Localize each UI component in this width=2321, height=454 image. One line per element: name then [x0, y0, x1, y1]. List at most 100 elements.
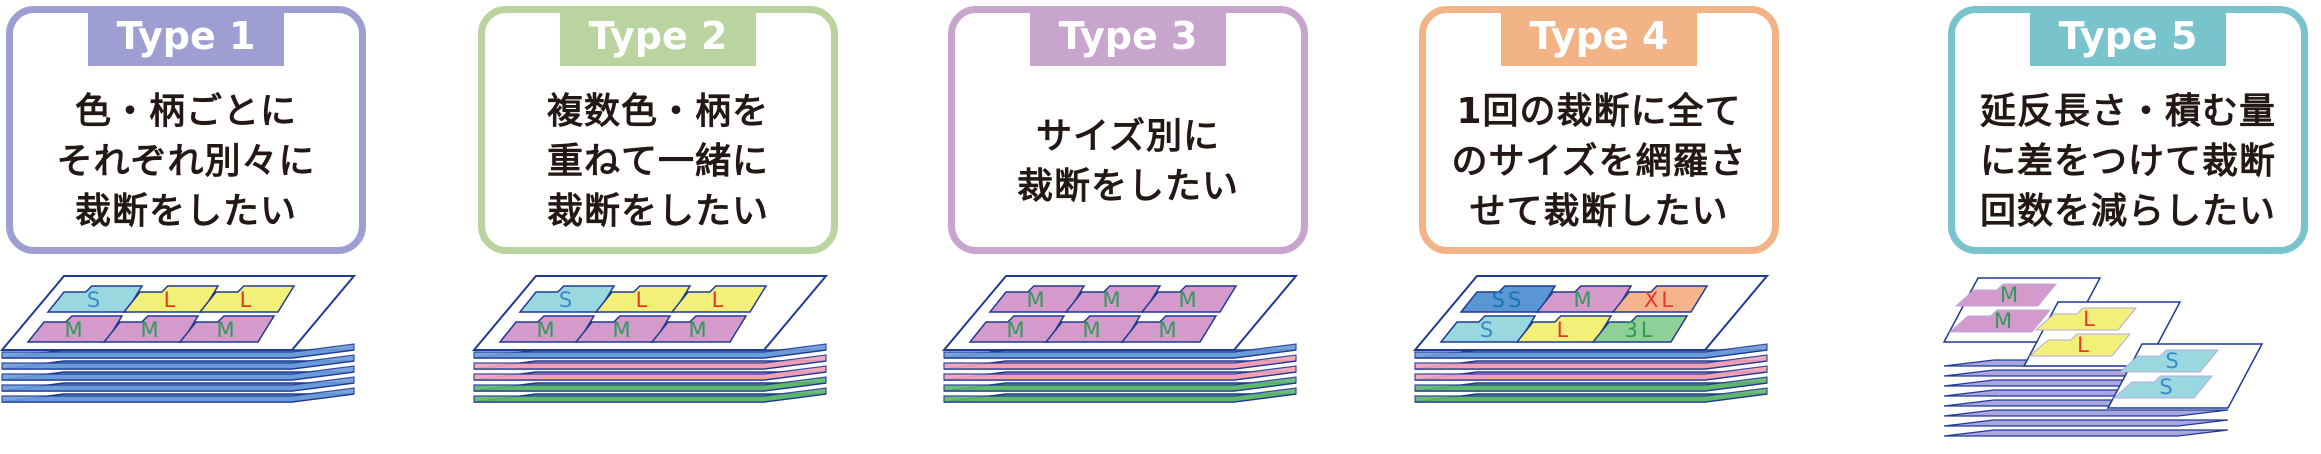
fabric-layer [1943, 429, 2229, 437]
pattern-piece-m [26, 315, 124, 343]
pattern-piece-3l [1591, 315, 1689, 343]
pattern-piece-l [2034, 307, 2138, 331]
type-5-line-2: に差をつけて裁断 [1979, 141, 2276, 182]
pattern-piece-label: M [216, 318, 237, 342]
pattern-piece-label: L [1557, 318, 1572, 342]
pattern-piece-label: M [1158, 318, 1179, 342]
pattern-piece-m [1140, 285, 1238, 313]
fabric-layer [1943, 419, 2229, 427]
type-2-line-3: 裁断をしたい [546, 191, 769, 232]
pattern-piece-m [1064, 285, 1162, 313]
pattern-piece-label: M [612, 318, 633, 342]
type-3-description: サイズ別に 裁断をしたい [955, 77, 1301, 247]
pattern-piece-l [670, 285, 768, 313]
pattern-piece-label: M [1082, 318, 1103, 342]
pattern-piece-label: S [2159, 375, 2172, 399]
pattern-piece-label: M [1994, 309, 2012, 333]
type-1-line-3: 裁断をしたい [74, 191, 297, 232]
fabric-layer [1943, 409, 2229, 417]
fabric-layer-edge [1414, 365, 1768, 381]
pattern-piece-m [1948, 309, 2052, 333]
type-2-line-1: 複数色・柄を [546, 91, 769, 132]
pattern-piece-ss [1459, 285, 1557, 313]
type-3-line-1: サイズ別に [1036, 116, 1220, 157]
fabric-layer-edge [943, 365, 1297, 381]
type-1-label: Type 1 [88, 6, 284, 66]
type-1-card: Type 1 色・柄ごとに それぞれ別々に 裁断をしたい [6, 6, 366, 254]
pattern-piece-m [574, 315, 672, 343]
fabric-layer-edge [1414, 387, 1768, 403]
fabric-layer-edge [473, 387, 827, 403]
fabric-layer-edge [1, 376, 355, 392]
pattern-piece-l [198, 285, 296, 313]
pattern-piece-label: S [1480, 318, 1496, 342]
type-2-description: 複数色・柄を 重ねて一緒に 裁断をしたい [485, 77, 831, 247]
pattern-piece-l [1515, 315, 1613, 343]
pattern-piece-label: SS [1492, 288, 1525, 312]
pattern-piece-label: M [2000, 283, 2018, 307]
type-4-line-3: せて裁断したい [1469, 191, 1729, 232]
pattern-piece-label: M [688, 318, 709, 342]
pattern-piece-label: XL [1644, 288, 1676, 312]
type-2-label: Type 2 [560, 6, 756, 66]
fabric-layer-edge [473, 343, 827, 359]
pattern-piece-m [498, 315, 596, 343]
pattern-piece-s [46, 285, 144, 313]
pattern-piece-l [2028, 333, 2132, 357]
fabric-layer-edge [473, 365, 827, 381]
pattern-piece-m [968, 315, 1066, 343]
type-2-card: Type 2 複数色・柄を 重ねて一緒に 裁断をしたい [478, 6, 838, 254]
type-4-line-1: 1回の裁断に全て [1456, 91, 1742, 132]
pattern-piece-m [988, 285, 1086, 313]
type-4-description: 1回の裁断に全て のサイズを網羅さ せて裁断したい [1426, 77, 1772, 247]
pattern-piece-m [1535, 285, 1633, 313]
pattern-piece-m [1044, 315, 1142, 343]
pattern-piece-label: L [2083, 307, 2095, 331]
type-5-description: 延反長さ・積む量 に差をつけて裁断 回数を減らしたい [1955, 77, 2301, 247]
type-4-line-2: のサイズを網羅さ [1451, 141, 1747, 182]
type-5-line-1: 延反長さ・積む量 [1979, 91, 2276, 132]
pattern-piece-s [2112, 375, 2214, 399]
pattern-piece-label: S [559, 288, 575, 312]
fabric-layer-edge [1, 343, 355, 359]
type-4-panel: Type 4 1回の裁断に全て のサイズを網羅さ せて裁断したい SS M XL S L… [1393, 0, 1793, 454]
fabric-layer-edge [1414, 343, 1768, 359]
pattern-piece-label: M [536, 318, 557, 342]
pattern-piece-m [178, 315, 276, 343]
fabric-layer-edge [943, 387, 1297, 403]
pattern-piece-s [2118, 349, 2220, 373]
pattern-piece-label: L [712, 288, 727, 312]
type-3-label: Type 3 [1030, 6, 1226, 66]
pattern-piece-label: 3L [1624, 318, 1655, 342]
pattern-piece-m [102, 315, 200, 343]
fabric-layer-edge [1, 354, 355, 370]
pattern-piece-m [1954, 283, 2058, 307]
type-1-line-2: それぞれ別々に [56, 141, 316, 182]
type-1-line-1: 色・柄ごとに [74, 91, 297, 132]
type-2-line-2: 重ねて一緒に [546, 141, 769, 182]
pattern-piece-label: M [1102, 288, 1123, 312]
fabric-layer-edge [943, 343, 1297, 359]
fabric-layer-edge [1414, 354, 1768, 370]
pattern-piece-s [1439, 315, 1537, 343]
pattern-piece-s [518, 285, 616, 313]
fabric-layer-edge [473, 354, 827, 370]
pattern-piece-m [650, 315, 748, 343]
pattern-piece-label: S [87, 288, 103, 312]
pattern-piece-l [122, 285, 220, 313]
type-4-card: Type 4 1回の裁断に全て のサイズを網羅さ せて裁断したい [1419, 6, 1779, 254]
pattern-piece-label: M [1178, 288, 1199, 312]
type-4-fabric-stack: SS M XL S L 3L [1412, 275, 1770, 403]
pattern-piece-xl [1611, 285, 1709, 313]
fabric-layer-edge [1, 387, 355, 403]
fabric-layer-edge [943, 376, 1297, 392]
pattern-piece-label: L [636, 288, 651, 312]
pattern-piece-label: M [1573, 288, 1594, 312]
